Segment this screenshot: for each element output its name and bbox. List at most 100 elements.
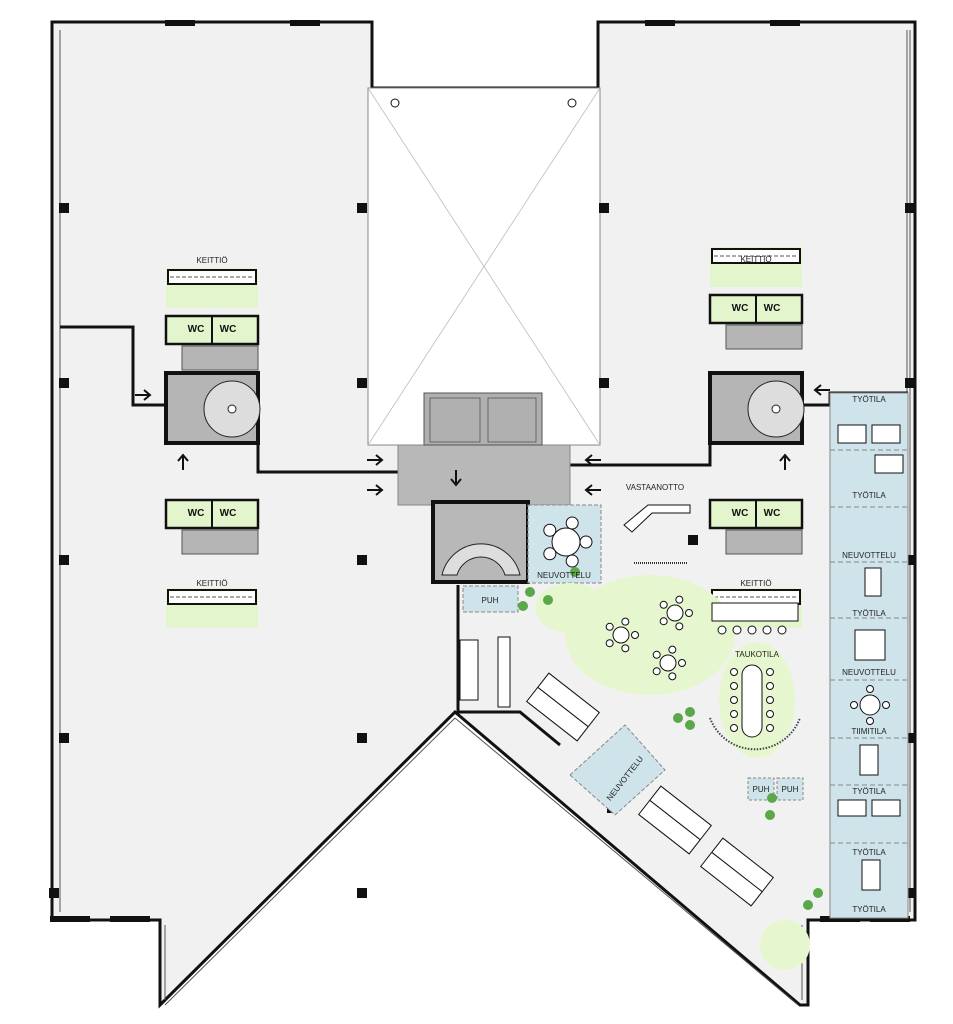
bar-stool [717,625,727,635]
column [905,378,915,388]
reception-bar [711,602,799,622]
strip-room-label: TYÖTILA [852,905,886,914]
column [599,203,609,213]
chair [730,668,738,676]
desk [837,424,867,444]
lounge-area [535,583,605,633]
strip-room-label: TYÖTILA [852,787,886,796]
chair [766,696,774,704]
service-cores [164,247,805,628]
furniture [459,392,909,970]
stair-newel [771,404,781,414]
desk [871,424,901,444]
column [905,555,915,565]
entrance-arrow-icon [135,389,152,401]
desk [861,859,881,891]
phone-booth [776,777,804,801]
entrance-arrow-icon [367,454,384,466]
strip-room-label: TYÖTILA [852,491,886,500]
plant [543,595,553,605]
room-label: PUH [782,785,799,794]
bar-stool [747,625,757,635]
shaft [181,529,259,555]
chair [866,717,874,725]
chair [730,682,738,690]
lounge-area [760,920,810,970]
plant [685,720,695,730]
plant [525,587,535,597]
wc-label: WC [732,303,749,314]
desk [864,567,882,597]
desk-split [711,851,763,893]
chair [565,516,579,530]
room-label: VASTAANOTTO [626,483,684,492]
column [49,888,59,898]
column [599,378,609,388]
round-table [659,654,677,672]
room-label: KEITTIÖ [196,579,227,588]
bar-stool [762,625,772,635]
chair [621,617,630,626]
chair [685,609,693,617]
round-table [859,694,881,716]
chair [766,668,774,676]
wc-label: WC [764,303,781,314]
column [357,733,367,743]
chair [675,595,684,604]
desk [459,639,479,701]
chair [631,631,639,639]
chair [543,547,557,561]
wc-label: WC [732,508,749,519]
entrance-arrow-icon [450,470,462,487]
strip-room-label: TIIMITILA [851,727,887,736]
room-label: TAUKOTILA [735,650,780,659]
room-label: PUH [482,596,499,605]
plant [803,900,813,910]
column [688,535,698,545]
plant [765,810,775,820]
bar-stool [777,625,787,635]
phone-booth [747,777,775,801]
chair [659,600,668,609]
round-table [612,626,630,644]
reception-desk [623,504,691,533]
plant [570,567,580,577]
chair [766,682,774,690]
bar-stool [732,625,742,635]
meeting-room-diagonal [569,724,666,816]
round-table [666,604,684,622]
column [905,888,915,898]
column [905,203,915,213]
plant [518,601,528,611]
shaft [725,324,803,350]
elevator-core [423,392,543,446]
desk-split [537,686,589,728]
chair [605,639,614,648]
strip-room-label: NEUVOTTELU [842,551,896,560]
desk [871,799,901,817]
wc-label: WC [220,324,237,335]
plant [813,888,823,898]
wc-label: WC [188,324,205,335]
curved-bench [709,717,801,751]
strip-room-label: TYÖTILA [852,395,886,404]
room-label: NEUVOTTELU [537,571,591,580]
column [357,203,367,213]
column [59,203,69,213]
entrance-arrow-icon [367,484,384,496]
strip-room-label: TYÖTILA [852,848,886,857]
desk [854,629,886,661]
plant [767,793,777,803]
column [59,555,69,565]
column [59,378,69,388]
phone-booth [462,585,519,613]
strip-room-label: NEUVOTTELU [842,668,896,677]
chair [668,672,677,681]
entrance-arrow-icon [177,453,189,470]
chair [621,644,630,653]
desk-split [649,799,701,841]
chair [675,622,684,631]
chair [543,523,557,537]
room-label: PUH [753,785,770,794]
